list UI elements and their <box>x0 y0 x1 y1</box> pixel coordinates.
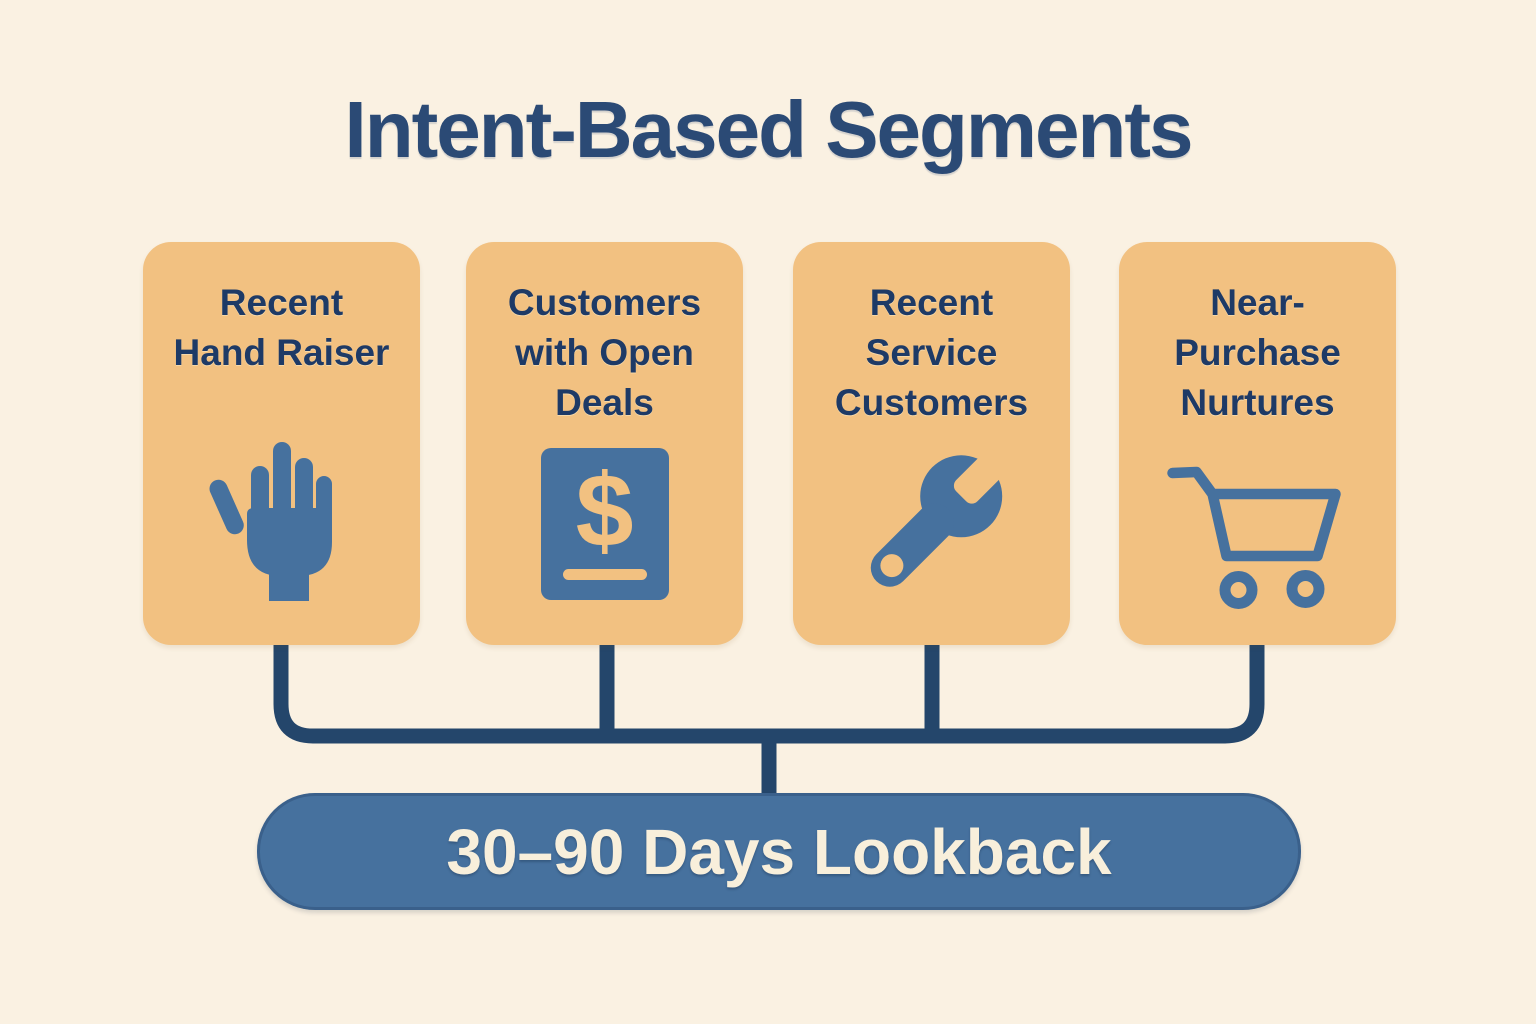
card-title-line: with Open <box>515 331 694 373</box>
card-title-line: Purchase <box>1174 331 1341 373</box>
lookback-banner: 30–90 Days Lookback <box>257 793 1301 910</box>
card-title: Recent Hand Raiser <box>143 242 420 378</box>
card-title-line: Deals <box>555 381 654 423</box>
card-title: Near- Purchase Nurtures <box>1119 242 1396 428</box>
page-title: Intent-Based Segments <box>344 85 1193 174</box>
card-title-line: Hand Raiser <box>173 331 390 373</box>
card-title-line: Recent <box>219 282 344 323</box>
deal-document-dollar-icon: $ <box>540 448 669 600</box>
connector-bracket <box>273 640 1265 800</box>
dollar-sign-glyph: $ <box>575 453 634 570</box>
shopping-cart-icon <box>1160 454 1355 624</box>
raised-hand-icon <box>209 418 343 601</box>
document-shape: $ <box>540 448 669 600</box>
document-underline <box>562 569 647 580</box>
card-recent-service-customers: Recent Service Customers <box>793 242 1070 645</box>
card-title-line: Near- <box>1210 282 1305 323</box>
wrench-icon <box>849 444 1014 609</box>
card-title: Customers with Open Deals <box>466 242 743 428</box>
card-title-line: Service <box>865 331 998 373</box>
card-recent-hand-raiser: Recent Hand Raiser <box>143 242 420 645</box>
card-title: Recent Service Customers <box>793 242 1070 428</box>
lookback-banner-label: 30–90 Days Lookback <box>446 815 1112 888</box>
card-customers-with-open-deals: Customers with Open Deals $ <box>466 242 743 645</box>
card-title-line: Customers <box>507 282 702 323</box>
card-title-line: Customers <box>834 381 1029 423</box>
card-title-line: Nurtures <box>1180 381 1335 423</box>
card-near-purchase-nurtures: Near- Purchase Nurtures <box>1119 242 1396 645</box>
card-title-line: Recent <box>869 282 994 323</box>
